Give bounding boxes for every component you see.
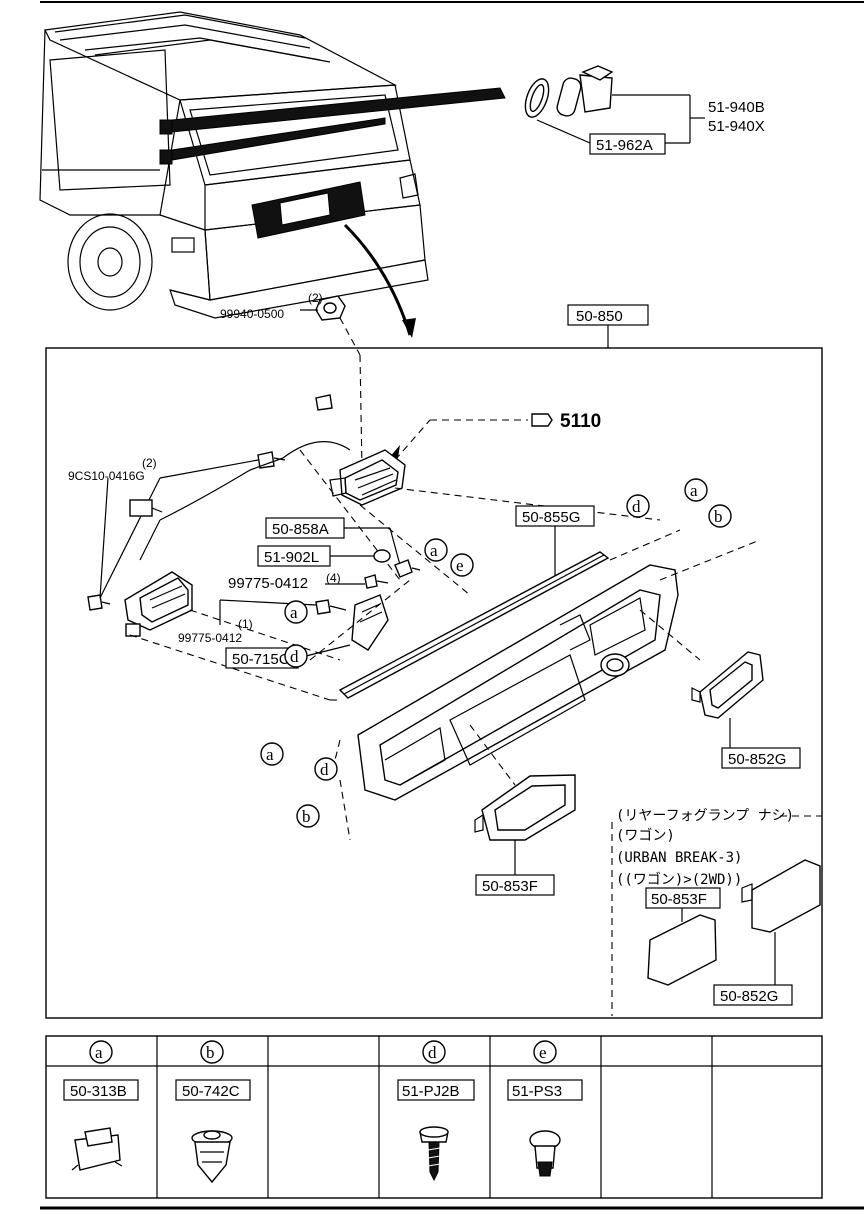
lens-right-illustration — [691, 651, 764, 719]
label-bolt: 9CS10-0416G — [68, 469, 145, 483]
garnish-panel-illustration — [357, 564, 679, 801]
bracket-illustration — [351, 594, 389, 651]
label-alt-lens-left: 50-853F — [651, 891, 707, 908]
svg-text:d: d — [290, 647, 299, 666]
legend-part-d: 51-PJ2B — [402, 1083, 460, 1100]
legend-part-a: 50-313B — [70, 1083, 127, 1100]
label-washer: 51-902L — [264, 549, 319, 566]
label-connector-a: 51-940B — [708, 99, 765, 116]
label-alt-lens-right: 50-852G — [720, 988, 778, 1005]
legend-key-e: e — [539, 1043, 547, 1062]
label-garnish: 50-855G — [522, 509, 580, 526]
label-bracket: 50-715C — [232, 651, 290, 668]
label-main-assembly: 50-850 — [576, 308, 623, 325]
connector-illustration — [524, 65, 705, 144]
variant-note-line3: (URBAN BREAK-3) — [616, 850, 742, 866]
variant-note-line4: ((ワゴン)>(2WD)) — [616, 871, 742, 888]
alt-lens-right-callout-box — [713, 984, 793, 1006]
garnish-strip-illustration — [338, 551, 610, 699]
svg-text:d: d — [632, 497, 641, 516]
assembly-frame — [45, 347, 823, 1019]
label-screw-4: 99775-0412 — [228, 575, 308, 592]
legend-key-b: b — [206, 1043, 215, 1062]
label-nut-qty: (2) — [308, 291, 323, 305]
lens-left-illustration — [474, 774, 576, 841]
label-lens-right: 50-852G — [728, 751, 786, 768]
label-clip: 50-858A — [272, 521, 329, 538]
variant-note-line2: (ワゴン) — [616, 827, 675, 844]
variant-note-line1: (リヤーフォグランプ ナシ) — [616, 808, 794, 824]
screw-illustration — [315, 394, 389, 589]
legend-part-b: 50-742C — [182, 1083, 240, 1100]
clip-illustration — [394, 559, 421, 578]
legend-key-d: d — [428, 1043, 437, 1062]
bolt-illustration — [87, 451, 286, 611]
legend-part-e: 51-PS3 — [512, 1083, 562, 1100]
left-lamp-illustration — [124, 571, 193, 637]
lens-right-callout-box — [721, 747, 801, 769]
fastener-d-icon — [419, 1126, 449, 1182]
nut-illustration — [300, 295, 361, 356]
svg-text:b: b — [714, 507, 723, 526]
circled-letter-markers: a d b a e a d a d b — [260, 478, 732, 828]
svg-text:b: b — [302, 807, 311, 826]
label-seal: 51-962A — [596, 137, 653, 154]
label-lens-left: 50-853F — [482, 878, 538, 895]
label-bolt-qty: (2) — [142, 456, 157, 470]
legend-key-a: a — [95, 1043, 103, 1062]
seal-callout-box — [589, 133, 666, 155]
washer-illustration — [373, 549, 391, 563]
label-nut: 99940-0500 — [220, 307, 284, 321]
svg-text:a: a — [690, 481, 698, 500]
svg-text:a: a — [266, 745, 274, 764]
label-reference: 5110 — [560, 411, 601, 432]
fastener-a-icon — [71, 1127, 123, 1171]
alt-lens-right-illustration — [751, 859, 821, 933]
lens-left-callout-box — [475, 874, 555, 896]
svg-text:a: a — [290, 603, 298, 622]
fastener-legend-table — [45, 1035, 823, 1199]
svg-text:e: e — [456, 556, 464, 575]
vehicle-illustration — [39, 11, 506, 338]
label-screw-qty1: (1) — [238, 617, 253, 631]
label-screw-qty4: (4) — [326, 571, 341, 585]
upper-lamp-illustration — [329, 449, 406, 506]
fastener-b-icon — [191, 1130, 233, 1184]
svg-text:d: d — [320, 760, 329, 779]
alt-lens-left-callout-box — [645, 887, 721, 909]
fastener-e-icon — [529, 1130, 561, 1177]
label-screw-1: 99775-0412 — [178, 631, 242, 645]
svg-text:a: a — [430, 541, 438, 560]
alt-lens-left-illustration — [647, 914, 717, 986]
screw-lower-illustration — [315, 599, 347, 615]
label-connector-b: 51-940X — [708, 118, 765, 135]
